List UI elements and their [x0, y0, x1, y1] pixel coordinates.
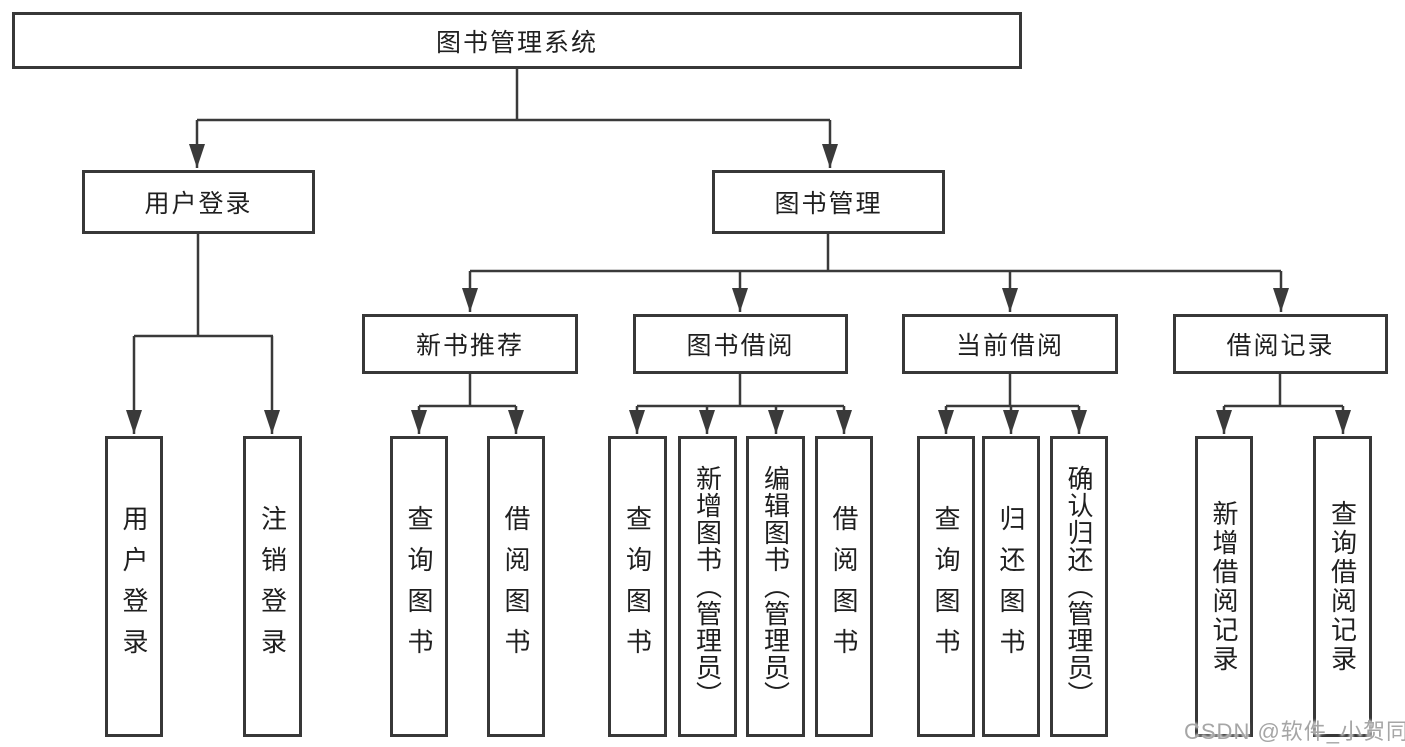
leaf-confirm-return-admin: 确认归还（管理员）	[1050, 436, 1108, 737]
node-label: 新增借阅记录	[1209, 499, 1239, 674]
node-user-login: 用户登录	[82, 170, 315, 234]
node-label: 借阅图书	[829, 504, 859, 669]
node-borrowing-records: 借阅记录	[1173, 314, 1388, 374]
node-label: 用户登录	[119, 504, 149, 669]
leaf-return-books: 归还图书	[982, 436, 1040, 737]
node-label: 查询图书	[931, 504, 961, 669]
csdn-watermark: CSDN @软件_小贺同学	[1184, 719, 1405, 744]
node-label: 归还图书	[996, 504, 1026, 669]
leaf-add-books-admin: 新增图书（管理员）	[678, 436, 737, 737]
tree-connectors	[126, 69, 1351, 434]
leaf-edit-books-admin: 编辑图书（管理员）	[746, 436, 805, 737]
leaf-logout: 注销登录	[243, 436, 302, 737]
node-label: 借阅图书	[501, 504, 531, 669]
node-label: 查询借阅记录	[1327, 499, 1358, 674]
leaf-borrow-books-2: 借阅图书	[815, 436, 873, 737]
node-label: 查询图书	[622, 504, 653, 669]
node-label: 编辑图书（管理员）	[760, 465, 791, 708]
node-book-management: 图书管理	[712, 170, 945, 234]
leaf-query-books-1: 查询图书	[390, 436, 448, 737]
node-current-borrowing: 当前借阅	[902, 314, 1118, 374]
node-label: 确认归还（管理员）	[1064, 465, 1094, 708]
node-label: 新增图书（管理员）	[692, 465, 723, 708]
node-root: 图书管理系统	[12, 12, 1022, 69]
leaf-query-books-3: 查询图书	[917, 436, 975, 737]
node-new-book-recommend: 新书推荐	[362, 314, 578, 374]
node-label: 注销登录	[257, 504, 288, 669]
leaf-add-borrow-record: 新增借阅记录	[1195, 436, 1253, 737]
leaf-query-books-2: 查询图书	[608, 436, 667, 737]
node-label: 查询图书	[404, 504, 434, 669]
leaf-query-borrow-record: 查询借阅记录	[1313, 436, 1372, 737]
node-book-borrowing: 图书借阅	[633, 314, 848, 374]
leaf-borrow-books-1: 借阅图书	[487, 436, 545, 737]
branch-lines	[134, 69, 1343, 408]
leaf-user-login: 用户登录	[105, 436, 163, 737]
